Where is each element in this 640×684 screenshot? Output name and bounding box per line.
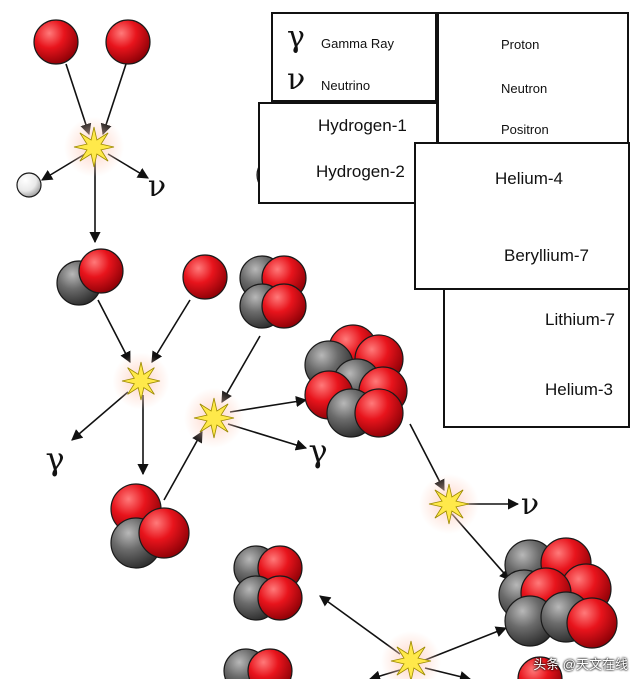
- hydrogen2-legend-label: Hydrogen-2: [316, 162, 405, 181]
- neutron-legend-label: Neutron: [501, 81, 548, 96]
- helium3-product: [110, 483, 190, 569]
- emitted-symbols: ν γ γ ν: [45, 169, 539, 522]
- reaction-flashes: [64, 117, 479, 684]
- helium4-product-upper: [233, 545, 303, 621]
- proton-ball: [182, 254, 228, 300]
- fusion-flash: [112, 352, 170, 410]
- neutrino-legend-symbol: ν: [287, 62, 306, 97]
- beryllium7-legend-label: Beryllium-7: [504, 246, 590, 265]
- helium4-legend-label: Helium-4: [495, 169, 564, 188]
- fusion-flash: [381, 631, 441, 684]
- legend-box-rays: γ Gamma Ray ν Neutrino: [271, 12, 437, 102]
- gamma-symbol-1: γ: [45, 440, 64, 478]
- proton-ball: [138, 507, 190, 559]
- proton-ball: [78, 248, 124, 294]
- fusion-flash: [184, 388, 244, 448]
- reaction-arrow: [163, 431, 203, 501]
- gamma-legend-symbol: γ: [287, 20, 305, 55]
- hydrogen2-product: [56, 248, 124, 306]
- beryllium7-product: [304, 324, 408, 438]
- neutrino-symbol-2: ν: [521, 487, 539, 522]
- neutrino-symbol-1: ν: [148, 169, 166, 204]
- proton-ball: [257, 575, 303, 621]
- legend-box-helium-beryllium: Helium-4 Beryllium-7: [414, 142, 630, 290]
- legend-box-lithium-helium3: Lithium-7 Helium-3: [443, 288, 630, 428]
- helium4-product-lower: [223, 648, 293, 684]
- fusion-flash: [419, 474, 479, 534]
- reaction-arrow: [97, 299, 131, 363]
- gamma-symbol-2: γ: [308, 432, 327, 470]
- neutrino-legend-label: Neutrino: [321, 78, 371, 93]
- proton-ball: [354, 388, 404, 438]
- gamma-legend-label: Gamma Ray: [321, 36, 394, 51]
- proton-legend-label: Proton: [501, 37, 540, 52]
- hydrogen1-input-2: [182, 254, 228, 300]
- legend-box-particles: Proton Neutron Positron: [437, 12, 629, 144]
- proton-ball: [247, 648, 293, 684]
- proton-ball: [261, 283, 307, 329]
- positron-legend-label: Positron: [501, 122, 549, 137]
- proton-ball: [566, 597, 618, 649]
- helium3-legend-label: Helium-3: [545, 380, 614, 399]
- legend-box-hydrogen: Hydrogen-1 Hydrogen-2: [258, 102, 438, 204]
- lithium7-product: [498, 537, 618, 649]
- hydrogen1-input-left: [33, 19, 79, 65]
- proton-ball: [105, 19, 151, 65]
- proton-ball: [33, 19, 79, 65]
- reaction-arrow: [71, 391, 129, 441]
- reaction-arrow: [221, 335, 261, 403]
- reaction-arrow: [151, 299, 191, 363]
- hydrogen1-legend-label: Hydrogen-1: [318, 116, 407, 135]
- positron-ball: [16, 172, 42, 198]
- helium4-reactant: [239, 255, 307, 329]
- fusion-flash: [64, 117, 124, 177]
- positron-output: [16, 172, 42, 198]
- lithium7-legend-label: Lithium-7: [545, 310, 615, 329]
- hydrogen1-input-right: [105, 19, 151, 65]
- watermark: 头条 @天文在线: [533, 657, 628, 672]
